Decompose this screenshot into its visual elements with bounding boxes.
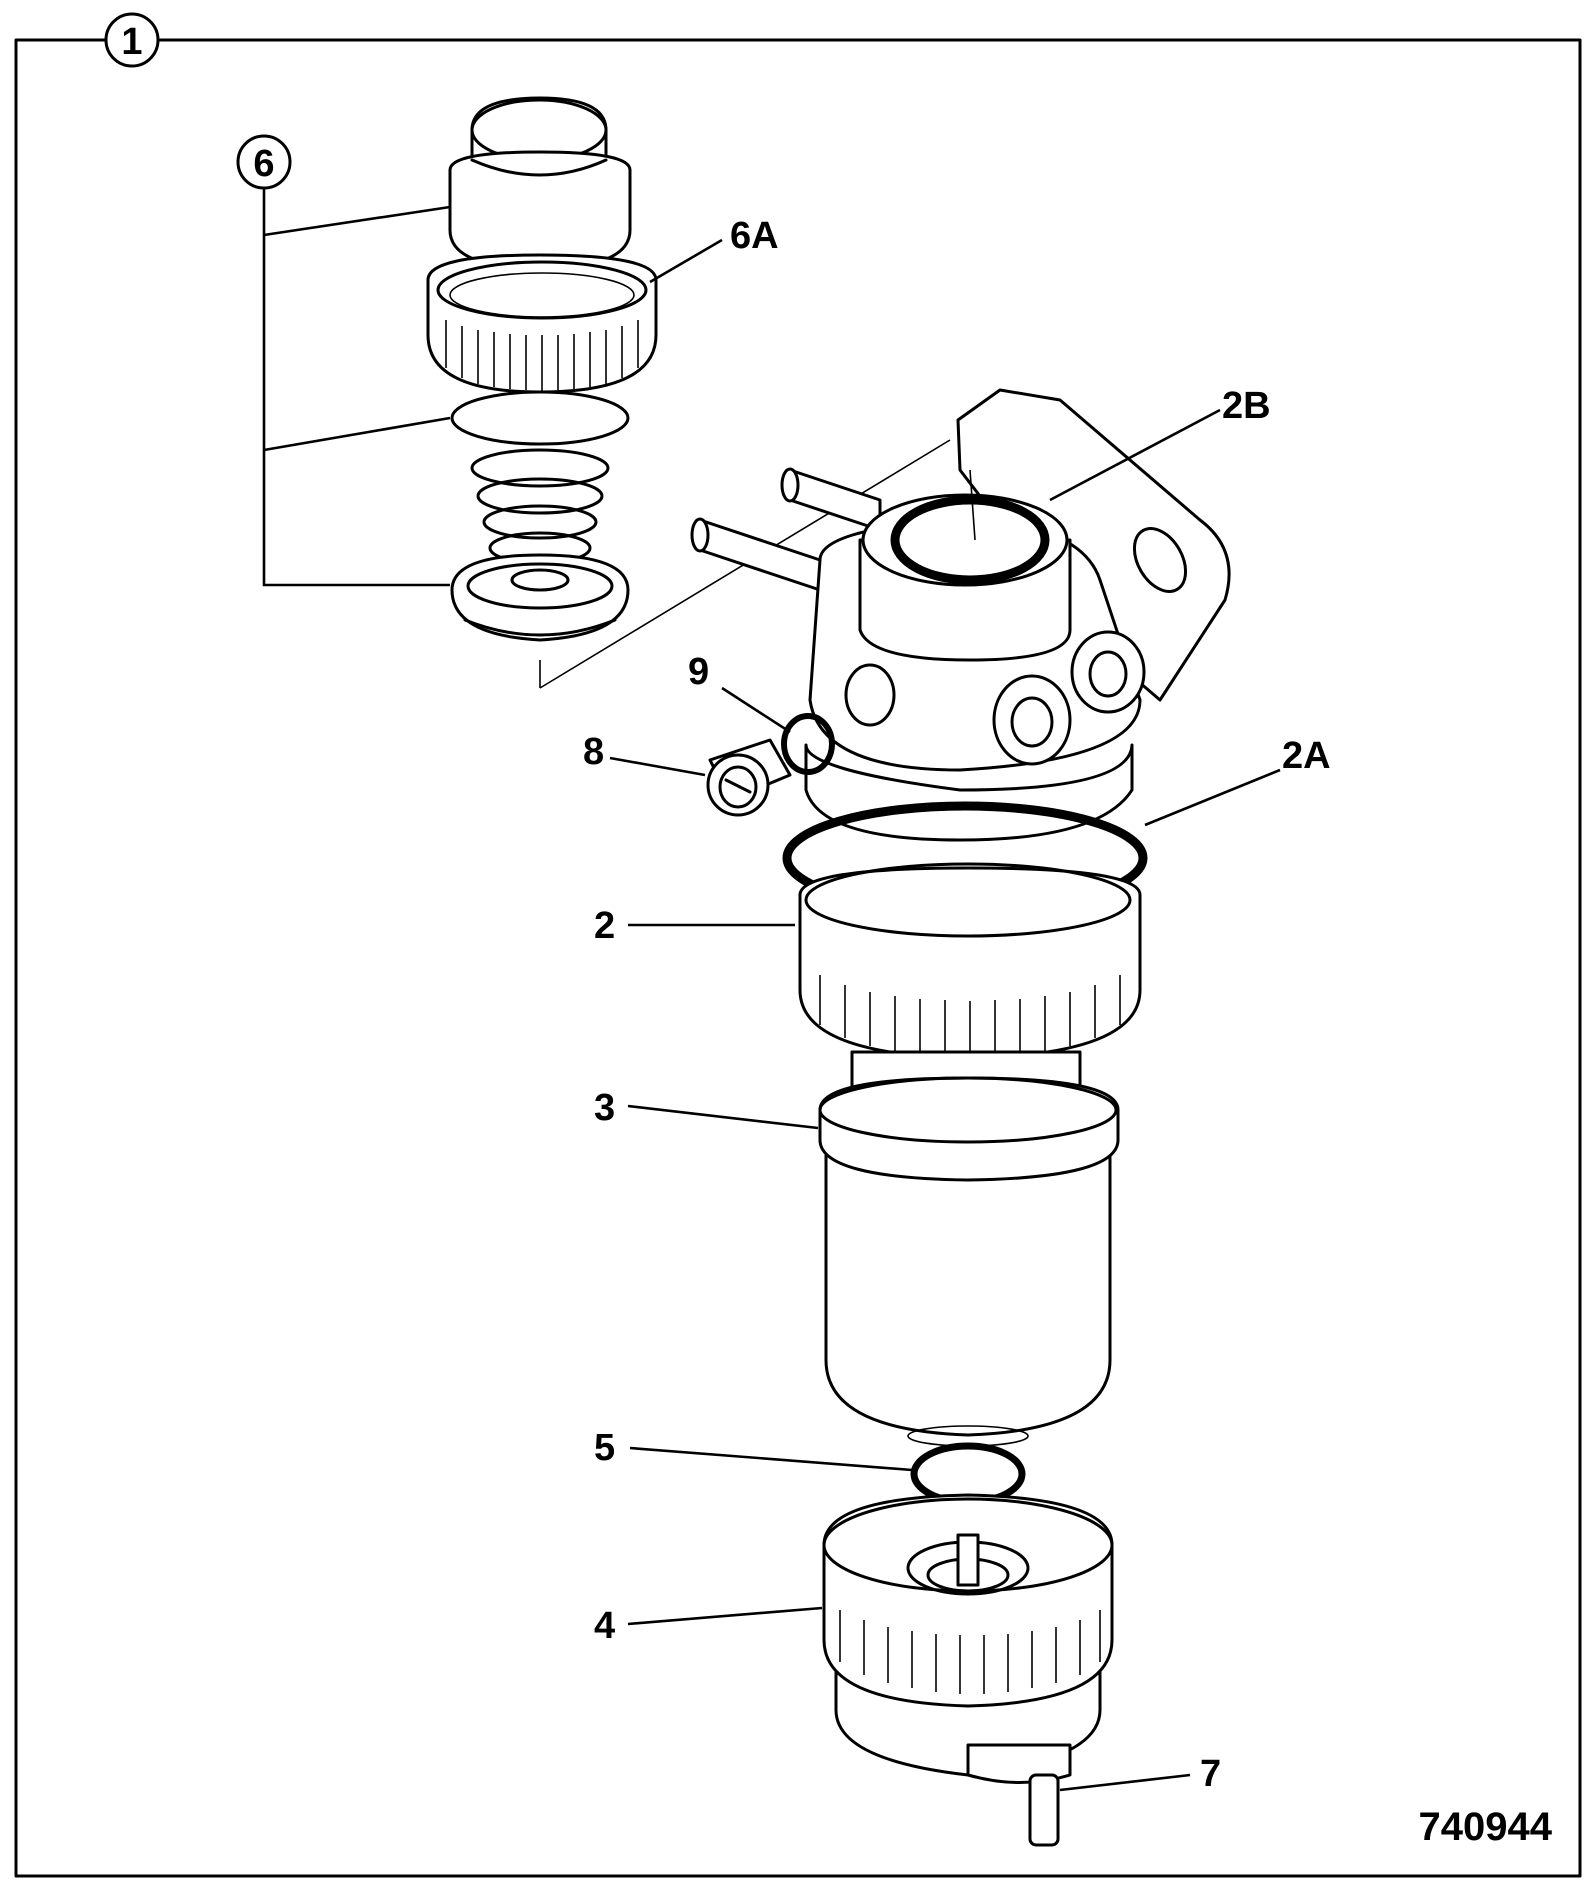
part-2-collar xyxy=(798,862,1142,1060)
label-8: 8 xyxy=(583,731,604,773)
leader-4 xyxy=(627,1606,823,1626)
part-9-seal xyxy=(781,713,835,775)
part-4-water-bowl xyxy=(822,1493,1114,1777)
part-3-filter-element xyxy=(818,1050,1120,1447)
leader-6a xyxy=(649,238,723,284)
leader-3 xyxy=(627,1104,819,1130)
leader-9 xyxy=(721,686,791,734)
label-6: 6 xyxy=(253,143,274,185)
leader-8 xyxy=(609,756,706,777)
callout-6: 6 xyxy=(236,134,451,587)
label-2b: 2B xyxy=(1222,385,1271,427)
label-7: 7 xyxy=(1200,1753,1221,1795)
part-6-valve-assembly xyxy=(426,96,658,642)
leader-7 xyxy=(1059,1773,1191,1792)
leader-2b xyxy=(1049,408,1221,502)
part-filter-head xyxy=(690,388,1231,842)
leader-5 xyxy=(629,1446,913,1472)
label-6a: 6A xyxy=(730,215,779,257)
leader-2a xyxy=(1144,768,1281,827)
label-4: 4 xyxy=(594,1605,615,1647)
label-3: 3 xyxy=(594,1087,615,1129)
label-2: 2 xyxy=(594,905,615,947)
diagram-frame xyxy=(14,38,1582,1878)
label-2a: 2A xyxy=(1282,735,1331,777)
callout-1: 1 xyxy=(104,12,160,68)
part-7-drain xyxy=(966,1743,1072,1847)
part-8-bleed-screw xyxy=(706,738,792,817)
label-5: 5 xyxy=(594,1427,615,1469)
figure-number: 740944 xyxy=(1419,1805,1553,1849)
label-9: 9 xyxy=(688,651,709,693)
label-1: 1 xyxy=(121,21,142,63)
